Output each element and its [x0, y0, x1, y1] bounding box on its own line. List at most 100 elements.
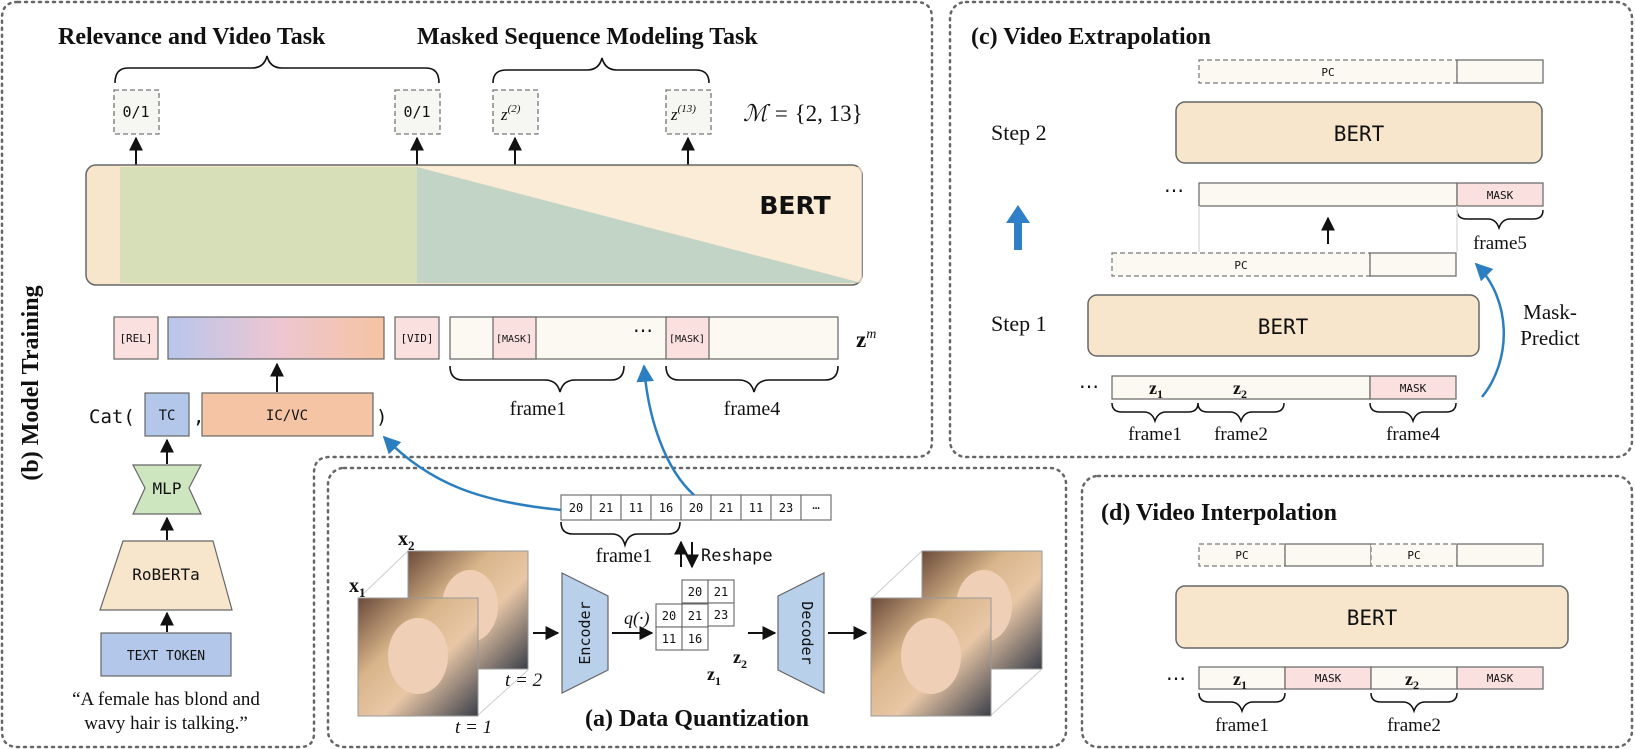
z2-label: z2: [733, 647, 747, 671]
sequence-token-value: 21: [599, 501, 613, 515]
mask-token-frame1: [492, 316, 537, 360]
ve-step1-z2: z2: [1233, 378, 1247, 401]
bert-attention-green: [120, 167, 862, 283]
ve-step1-ellipsis: ⋯: [1079, 376, 1099, 398]
vi-frame2-brace: [1370, 692, 1458, 714]
encoder-label: Encoder: [576, 601, 594, 664]
mask-token-frame1-label: [MASK]: [496, 334, 532, 345]
sequence-token-value: 20: [569, 501, 583, 515]
ve-step2-bert: [1175, 101, 1543, 164]
vi-mask-1-label: MASK: [1315, 672, 1342, 685]
masked-brace: [492, 57, 710, 84]
cat-comma: ,: [193, 406, 204, 428]
sequence-token-cell: [650, 494, 682, 521]
video-extrapolation-title: (c) Video Extrapolation: [971, 24, 1211, 50]
decoder-block: [777, 572, 825, 694]
ve-step2-mask-label: MASK: [1487, 189, 1514, 202]
output-video-box: [394, 89, 441, 135]
ve-frame2-label: frame2: [1214, 424, 1268, 445]
text-token-label: TEXT TOKEN: [127, 649, 205, 664]
mlp-block: [132, 464, 202, 515]
vi-mask-2-label: MASK: [1487, 672, 1514, 685]
grid-z2-value: 23: [714, 608, 728, 622]
bert-training-label: BERT: [759, 191, 830, 220]
x1-label: x1: [349, 575, 366, 600]
ve-step1-pc-tail: [1369, 252, 1457, 277]
output-relevance-label: 0/1: [122, 103, 149, 121]
blue-arrow-to-icvc: [382, 435, 562, 512]
vi-frame1-label: frame1: [1215, 715, 1269, 736]
grid-z1-cell: [681, 626, 709, 651]
sequence-token-value: 11: [749, 501, 763, 515]
caption-line1: “A female has blond and: [72, 689, 260, 710]
vi-mask-2: [1456, 666, 1544, 690]
ve-step1-z1: z1: [1149, 378, 1163, 401]
rel-token-label: [REL]: [119, 332, 152, 345]
ve-step2-pc-tail: [1456, 59, 1544, 84]
output-relevance-box: [113, 89, 160, 135]
z1-label: z1: [707, 664, 721, 688]
vi-frame2-label: frame2: [1387, 715, 1441, 736]
video-interpolation-title: (d) Video Interpolation: [1101, 500, 1337, 526]
ve-step2-pc-label: PC: [1321, 66, 1334, 79]
grid-z1-value: 16: [688, 632, 702, 646]
relevance-brace: [114, 55, 440, 84]
frame-guide-line-2: [476, 669, 529, 717]
vid-token: [394, 316, 440, 360]
ve-frame1-label: frame1: [1128, 424, 1182, 445]
output-z13-label: z(13): [670, 103, 696, 124]
ve-step2-input: [1198, 182, 1458, 207]
ve-frame4-label: frame4: [1386, 424, 1440, 445]
dq-frame1-brace: [560, 521, 681, 549]
grid-z1-value: 21: [688, 609, 702, 623]
ve-step1-bert: [1087, 294, 1480, 357]
output-video-label: 0/1: [403, 103, 430, 121]
quantizer-label: q(·): [624, 608, 650, 629]
step1-label: Step 1: [991, 311, 1047, 336]
grid-z1-value: 11: [662, 632, 676, 646]
output-z2-label: z(2): [500, 103, 521, 124]
frame-guide-line-1: [357, 550, 409, 600]
frame4-brace: [665, 365, 839, 393]
sequence-token-value: 16: [659, 501, 673, 515]
out-guide-line-2: [989, 669, 1042, 717]
grid-z2-value: 20: [688, 585, 702, 599]
decoder-label: Decoder: [798, 601, 816, 664]
relevance-task-header: Relevance and Video Task: [58, 24, 326, 50]
text-image-token-gradient: [167, 316, 385, 360]
ve-step2-pc-output: [1198, 59, 1458, 84]
out-guide-line-1: [870, 550, 923, 600]
output-z13-box: [665, 89, 712, 135]
sequence-token-cell: [590, 494, 622, 521]
tc-label: TC: [159, 408, 176, 424]
x2-label: x2: [398, 528, 415, 553]
ve-step2-ellipsis: ⋯: [1164, 180, 1184, 202]
t1-label: t = 1: [455, 717, 492, 738]
roberta-block: [99, 540, 233, 611]
ve-frame5-brace: [1456, 209, 1544, 231]
ve-frame1-brace: [1111, 402, 1199, 424]
vi-z1-label: z1: [1233, 669, 1247, 692]
ve-frame4-brace: [1369, 402, 1457, 424]
tc-box: [144, 392, 190, 437]
step2-label: Step 2: [991, 120, 1047, 145]
mask-predict-arrow: [1474, 262, 1506, 398]
video-extrapolation-panel-border: [948, 0, 1634, 459]
frame1-brace: [449, 365, 625, 393]
mask-predict-line2: Predict: [1520, 326, 1580, 350]
t2-label: t = 2: [505, 670, 543, 691]
blue-arrow-to-sequence: [636, 364, 695, 496]
frame4-label: frame4: [724, 398, 781, 420]
grid-z2-value: 21: [714, 585, 728, 599]
ve-step1-pc-output: [1111, 252, 1371, 277]
mask-set-formula: ℳ = {2, 13}: [743, 101, 863, 126]
bert-attention-light: [417, 167, 862, 283]
token-ellipsis: ⋯: [633, 320, 653, 342]
ve-step1-mask-label: MASK: [1400, 382, 1427, 395]
sequence-token-cell: [740, 494, 772, 521]
vi-z2-label: z2: [1405, 669, 1419, 692]
step-up-arrow: [1006, 205, 1030, 250]
